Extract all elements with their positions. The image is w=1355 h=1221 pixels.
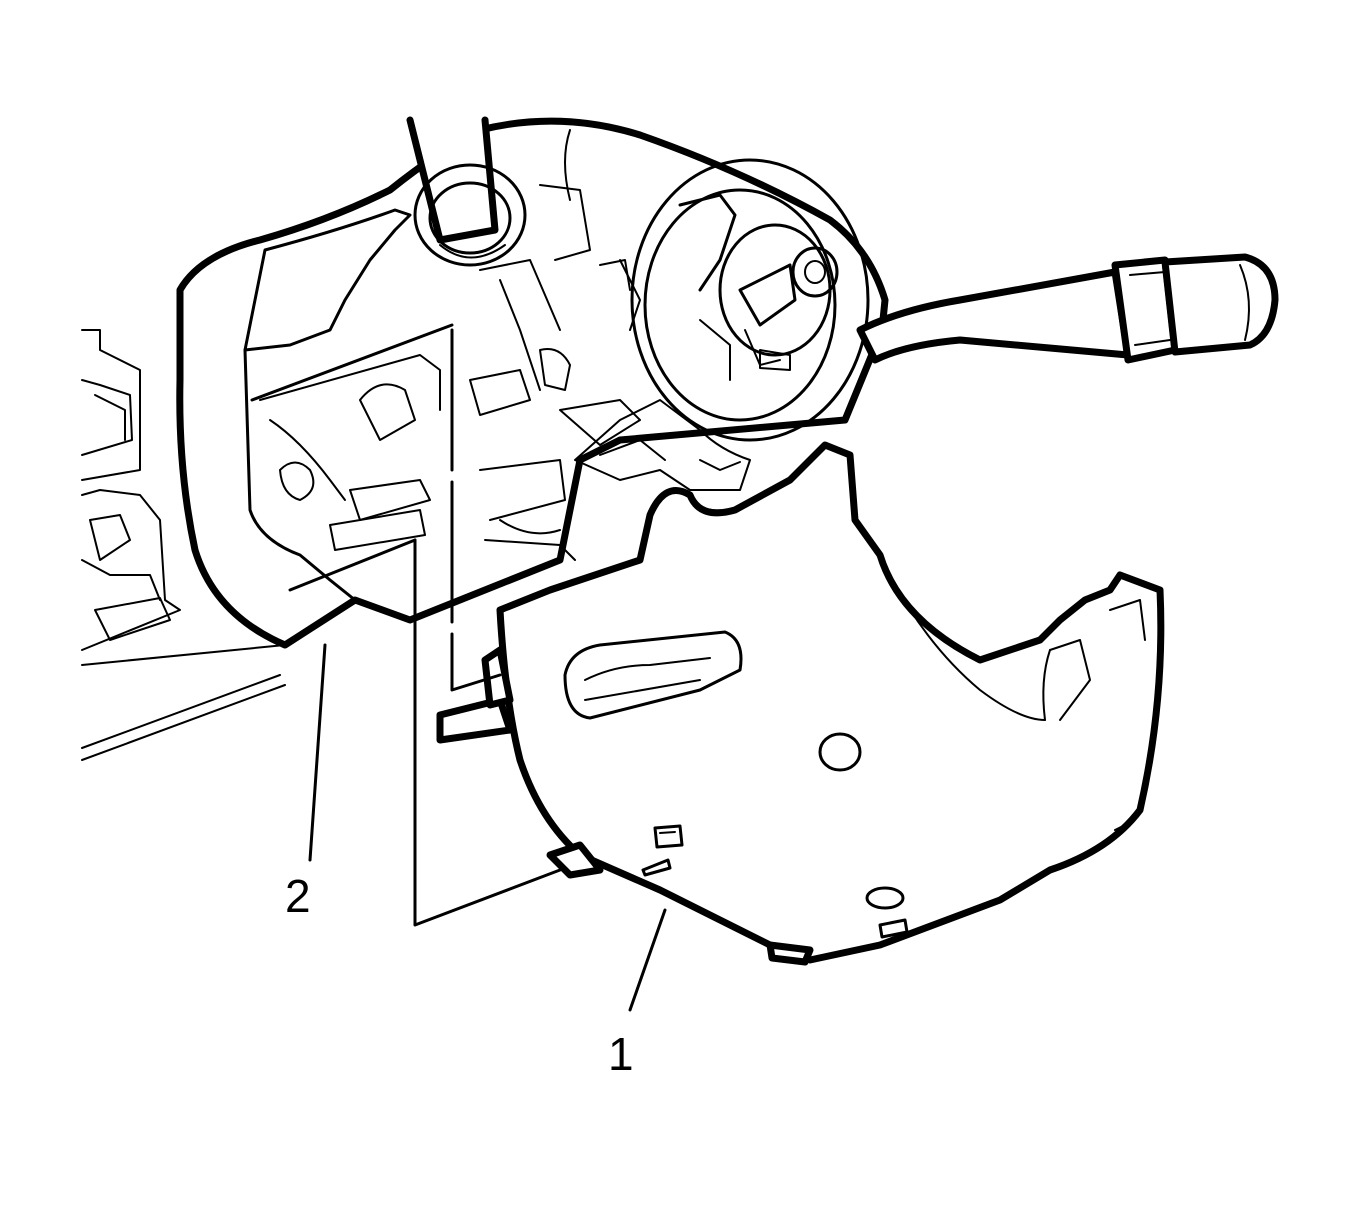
callout-1: 1 bbox=[608, 1028, 634, 1080]
leader-line-1 bbox=[628, 908, 667, 1012]
leader-lines bbox=[308, 643, 667, 1012]
lower-shroud bbox=[436, 441, 1165, 966]
steering-shaft bbox=[406, 116, 527, 267]
clock-spring-assembly bbox=[599, 158, 870, 442]
removal-guide-lines bbox=[250, 323, 562, 927]
wire-harness bbox=[574, 399, 751, 491]
leader-line-2 bbox=[308, 643, 327, 862]
dashboard-background bbox=[81, 329, 286, 761]
multifunction-lever bbox=[856, 253, 1279, 364]
callout-2: 2 bbox=[285, 870, 311, 922]
upper-shroud bbox=[176, 117, 889, 649]
